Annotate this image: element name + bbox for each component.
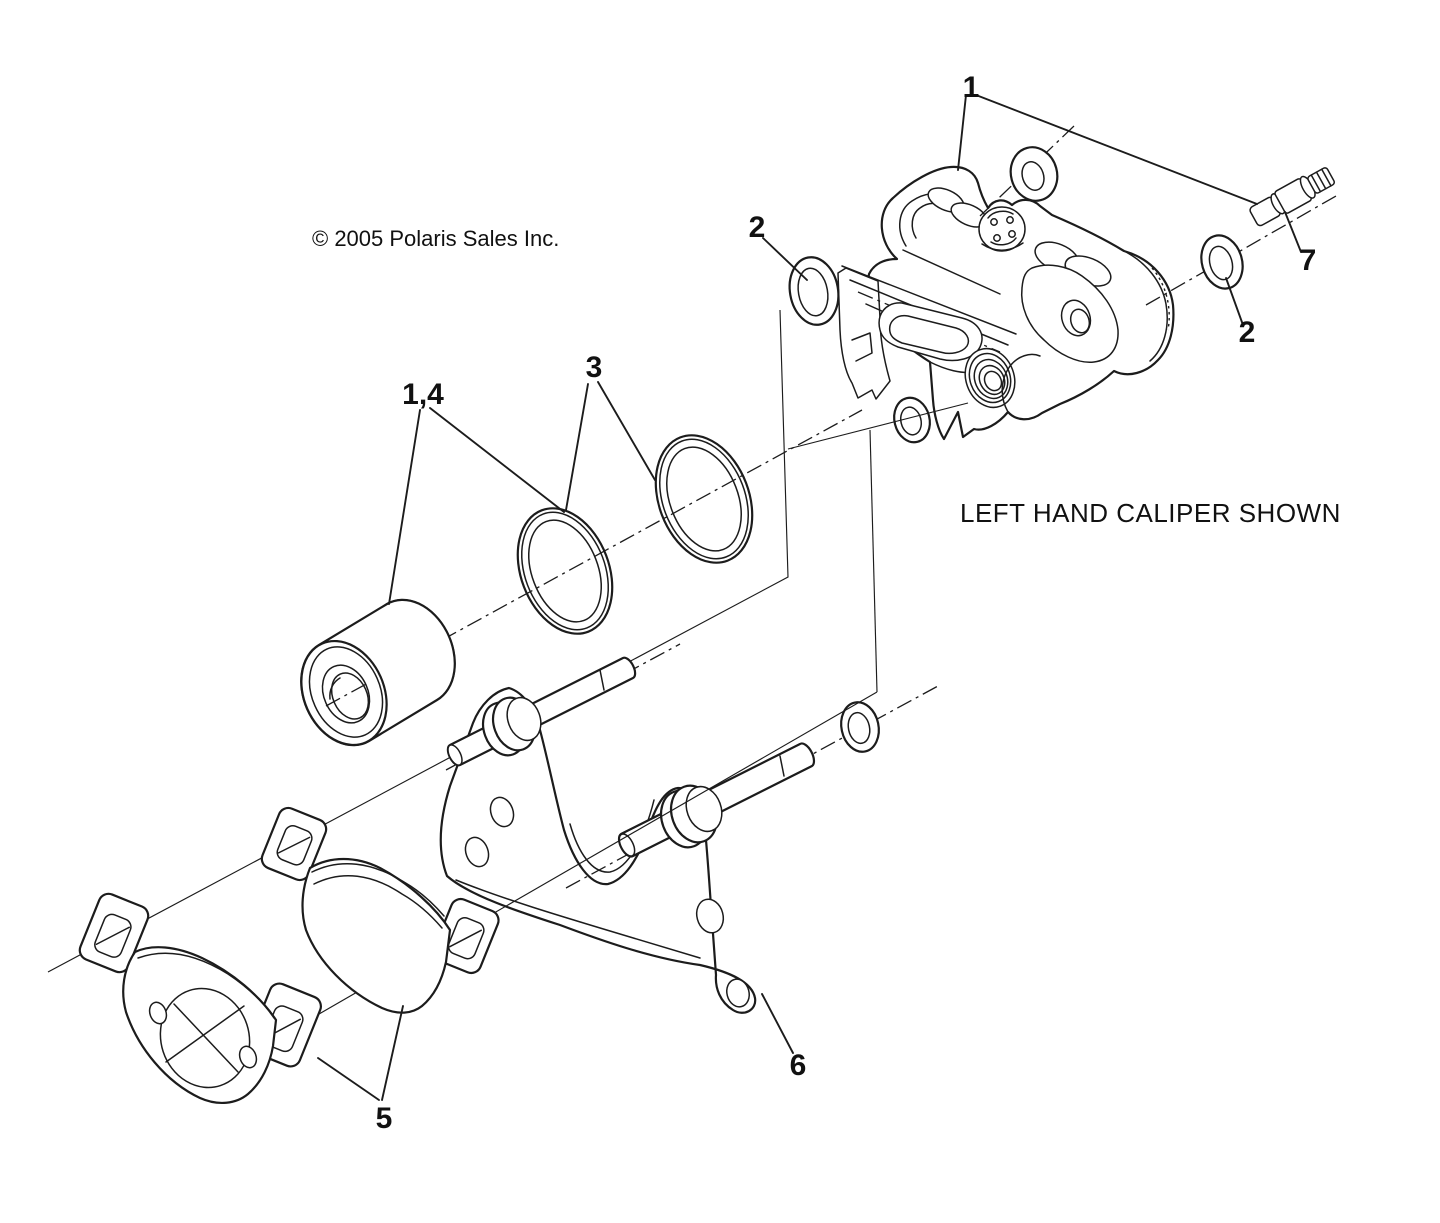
brake-pad-front: [77, 891, 324, 1103]
callout-1-4: 1,4: [402, 378, 444, 411]
washer-bleeder: [1195, 231, 1248, 294]
callout-2-right: 2: [1239, 316, 1256, 349]
leader-lines: [318, 95, 1301, 1100]
caliper-body: [838, 167, 1173, 439]
callout-2-left: 2: [749, 211, 766, 244]
callout-3: 3: [586, 351, 603, 384]
callout-1: 1: [963, 71, 980, 104]
piston-seal-inner: [501, 495, 630, 648]
callout-6: 6: [790, 1049, 807, 1082]
callout-7: 7: [1300, 244, 1317, 277]
washer-pin-axis: [837, 699, 884, 756]
phantom-top-edge: [788, 403, 968, 449]
o-ring-left: [784, 253, 843, 328]
copyright-notice: © 2005 Polaris Sales Inc.: [312, 226, 559, 251]
bleeder-axis-line: [1146, 196, 1336, 305]
piston-seal-outer: [638, 421, 769, 576]
piston: [285, 586, 470, 758]
bracket-boss-rear: [653, 779, 727, 854]
view-caption: LEFT HAND CALIPER SHOWN: [960, 498, 1341, 528]
fluid-port-flange: [979, 207, 1025, 251]
bracket-boss-front: [476, 692, 547, 761]
mounting-bracket: [441, 688, 755, 1013]
part-callouts: 1 2 3 1,4 5 6 7 2: [376, 71, 1317, 1135]
washer-top: [1005, 142, 1063, 206]
callout-5: 5: [376, 1102, 393, 1135]
washer-small-mount: [890, 394, 935, 446]
piston-axis-line: [442, 410, 862, 640]
bleeder-screw: [1248, 164, 1337, 229]
brake-pad-rear: [259, 805, 502, 1013]
